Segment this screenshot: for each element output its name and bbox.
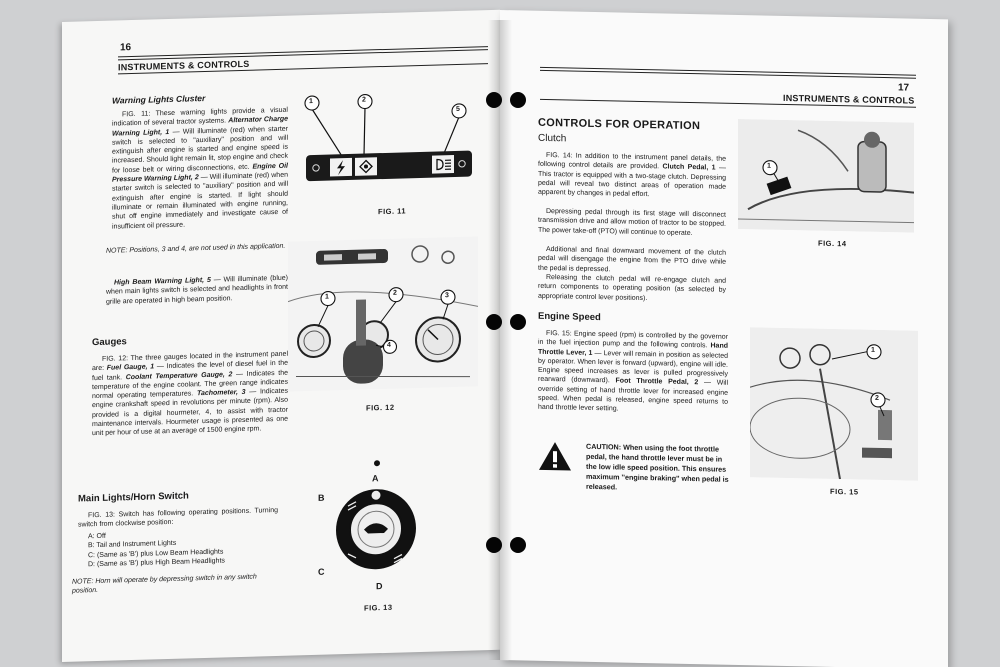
fig-12-callout: 3: [445, 292, 449, 300]
fig-13-position-b: B: [318, 492, 325, 503]
gauges-text: FIG. 12: The three gauges located in the…: [92, 350, 289, 438]
fig-12-caption: FIG. 12: [366, 402, 395, 413]
binding-hole: [486, 92, 502, 108]
warning-lights-heading: Warning Lights Cluster: [112, 92, 206, 106]
left-page: 16 INSTRUMENTS & CONTROLS Warning Lights…: [62, 9, 500, 662]
caution-icon: [538, 441, 572, 472]
fig-13-position-a: A: [372, 473, 379, 484]
fig-13-position-c: C: [318, 566, 325, 577]
fig-13-illustration: [336, 460, 416, 570]
fig-14-illustration: [738, 118, 915, 233]
book-gutter: [488, 20, 512, 660]
binding-hole: [510, 92, 526, 108]
fig-15-callout: 2: [875, 394, 879, 402]
fig-11-callout: 2: [362, 96, 366, 104]
clutch-text: FIG. 14: In addition to the instrument p…: [538, 151, 726, 199]
fig-14-caption: FIG. 14: [818, 238, 847, 249]
fig-12-illustration: [287, 236, 479, 392]
fig-15-illustration: [749, 327, 918, 481]
high-beam-text: High Beam Warning Light, 5 — Will illumi…: [106, 274, 288, 306]
binding-hole: [510, 537, 526, 553]
main-lights-note: NOTE: Horn will operate by depressing sw…: [72, 573, 257, 596]
switch-positions-list: A: Off B: Tail and Instrument Lights C: …: [88, 527, 288, 570]
right-page: 17 INSTRUMENTS & CONTROLS CONTROLS FOR O…: [500, 10, 948, 667]
fig-11-callout: 5: [456, 105, 460, 113]
gauges-heading: Gauges: [92, 336, 127, 349]
page-number-left: 16: [120, 42, 132, 54]
warning-lights-note: NOTE: Positions, 3 and 4, are not used i…: [106, 242, 286, 255]
warning-lights-text: FIG. 11: These warning lights provide a …: [112, 106, 288, 231]
fig-14-callout: 1: [767, 162, 771, 170]
fig-12-callout: 1: [325, 293, 329, 301]
clutch-paragraph-3: Additional and final downward movement o…: [538, 245, 726, 273]
fig-13-caption: FIG. 13: [364, 602, 393, 613]
clutch-paragraph-2: Depressing pedal through its first stage…: [538, 207, 726, 237]
fig-15-caption: FIG. 15: [830, 486, 859, 497]
fig-15: 1 2: [749, 327, 918, 481]
fig-13: A B C D: [314, 454, 434, 597]
fig-11-caption: FIG. 11: [378, 206, 407, 217]
fig-12-callout: 4: [387, 341, 391, 349]
fig-12: 1 2 3 4: [287, 236, 479, 392]
fig-13-position-d: D: [376, 581, 383, 592]
page-number-right: 17: [898, 82, 910, 94]
engine-speed-text: FIG. 15: Engine speed (rpm) is controlle…: [538, 329, 728, 413]
fig-14: 1: [738, 118, 915, 233]
main-lights-intro: FIG. 13: Switch has following operating …: [78, 506, 278, 529]
binding-hole: [486, 314, 502, 330]
clutch-paragraph-4: Releasing the clutch pedal will re-engag…: [538, 273, 726, 302]
fig-15-callout: 1: [871, 346, 875, 354]
main-lights-heading: Main Lights/Horn Switch: [78, 490, 189, 505]
engine-speed-heading: Engine Speed: [538, 310, 601, 324]
controls-title: CONTROLS FOR OPERATION: [538, 116, 701, 133]
caution-text: CAUTION: When using the foot throttle pe…: [586, 441, 729, 492]
fig-11-callout: 1: [309, 97, 313, 106]
binding-hole: [510, 314, 526, 330]
fig-11: 1 2 5: [302, 82, 478, 197]
fig-12-callout: 2: [393, 289, 397, 297]
binding-hole: [486, 537, 502, 553]
fig-11-illustration: [304, 93, 472, 182]
clutch-heading: Clutch: [538, 132, 567, 145]
